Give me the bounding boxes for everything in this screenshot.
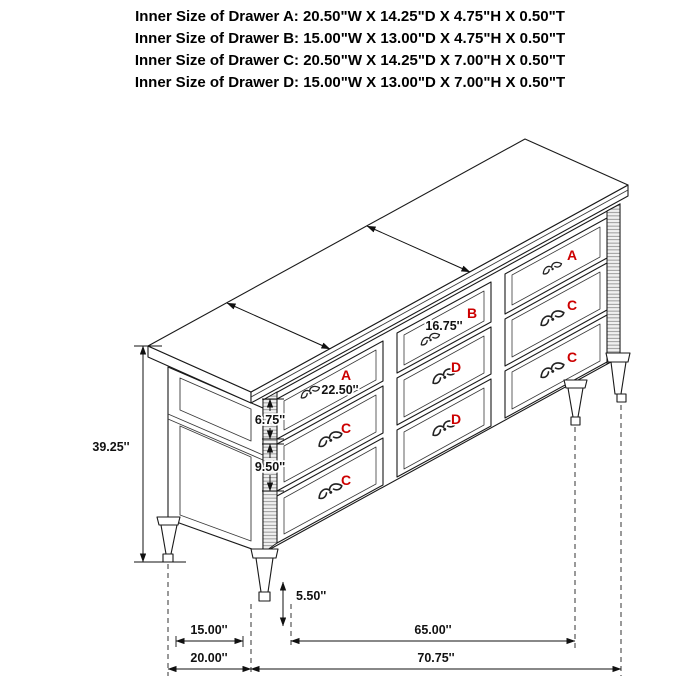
drawer-bevel xyxy=(283,394,377,483)
label-top-depth-center: 16.75'' xyxy=(425,319,462,333)
top-edge-molding xyxy=(250,189,629,398)
drawer-letter-left-mid: C xyxy=(341,420,351,436)
leg-mid-right xyxy=(563,379,588,426)
leg-front-right xyxy=(605,352,631,403)
drawer-letter-right-top: A xyxy=(567,247,577,263)
drawer-letter-left-top: A xyxy=(341,367,351,383)
drawer-a-left xyxy=(276,340,384,440)
dimension-total-depth: 20.00'' xyxy=(167,649,252,673)
title-line-drawer-a: Inner Size of Drawer A: 20.50"W X 14.25"… xyxy=(135,8,565,25)
drawer-c-right-middle xyxy=(504,262,608,367)
label-side-leg-spacing: 15.00'' xyxy=(190,623,227,637)
label-front-leg-spacing: 65.00'' xyxy=(414,623,451,637)
drawer-c-right-bottom xyxy=(504,314,608,419)
drawer-face xyxy=(504,217,608,315)
label-top-drawer-height: 6.75'' xyxy=(255,413,285,427)
label-total-depth: 20.00'' xyxy=(190,651,227,665)
drawer-face xyxy=(396,281,492,374)
title-line-drawer-d: Inner Size of Drawer D: 15.00"W X 13.00"… xyxy=(134,74,566,91)
drawer-a-right xyxy=(504,217,608,315)
drawer-face xyxy=(276,340,384,440)
drawer-letter-center-bottom: D xyxy=(451,411,461,427)
title-line-drawer-b: Inner Size of Drawer B: 15.00"W X 13.00"… xyxy=(134,30,566,47)
side-panel-molding xyxy=(167,413,264,461)
dimension-total-width: 70.75'' xyxy=(250,649,622,673)
dimension-top-depth-center: 16.75'' xyxy=(366,225,471,335)
dresser-illustration xyxy=(147,138,631,602)
drawer-letter-right-mid: C xyxy=(567,297,577,313)
label-total-height: 39.25'' xyxy=(92,440,129,454)
drawer-c-left-bottom xyxy=(276,437,384,544)
drawer-bevel xyxy=(511,323,601,410)
leg-back-left xyxy=(156,516,181,563)
title-line-drawer-c: Inner Size of Drawer C: 20.50"W X 14.25"… xyxy=(134,52,566,69)
drawer-bevel xyxy=(283,349,377,431)
dimension-top-depth-end: 22.50'' xyxy=(226,302,360,399)
drawer-face xyxy=(504,314,608,419)
label-lower-drawer-height: 9.50'' xyxy=(255,460,285,474)
drawer-bevel xyxy=(511,226,601,306)
drawer-letter-center-mid: D xyxy=(451,359,461,375)
label-total-width: 70.75'' xyxy=(417,651,454,665)
dimension-top-drawer-height: 6.75'' xyxy=(253,398,287,440)
dimension-lower-drawer-height: 9.50'' xyxy=(253,443,287,492)
drawer-letters: A C C B D D A C C xyxy=(339,246,578,490)
label-top-depth-end: 22.50'' xyxy=(321,383,358,397)
drawer-bevel xyxy=(403,387,485,470)
drawer-face xyxy=(504,262,608,367)
dimension-side-leg-spacing: 15.00'' xyxy=(175,621,244,647)
dimension-leg-height: 5.50'' xyxy=(279,581,328,627)
inner-size-title-block: Inner Size of Drawer A: 20.50"W X 14.25"… xyxy=(0,6,700,94)
drawer-letter-center-top: B xyxy=(467,305,477,321)
corner-post-right xyxy=(606,203,621,365)
drawer-b-center xyxy=(396,281,492,374)
drawer-bevel xyxy=(403,335,485,418)
drawer-bevel xyxy=(403,290,485,366)
drawer-letter-right-bottom: C xyxy=(567,349,577,365)
side-panel-lower-inset xyxy=(179,425,252,542)
leg-front-left xyxy=(250,548,279,602)
dimension-front-leg-spacing: 65.00'' xyxy=(290,621,576,645)
drawer-d-center-bottom xyxy=(396,378,492,478)
label-leg-height: 5.50'' xyxy=(296,589,326,603)
drawer-letter-left-bottom: C xyxy=(341,472,351,488)
dimension-total-height: 39.25'' xyxy=(91,345,186,563)
drawer-d-center-middle xyxy=(396,326,492,426)
drawer-bevel xyxy=(283,446,377,535)
side-panel-upper-inset xyxy=(179,377,252,442)
drawer-c-left-middle xyxy=(276,385,384,492)
drawer-bevel xyxy=(511,271,601,358)
